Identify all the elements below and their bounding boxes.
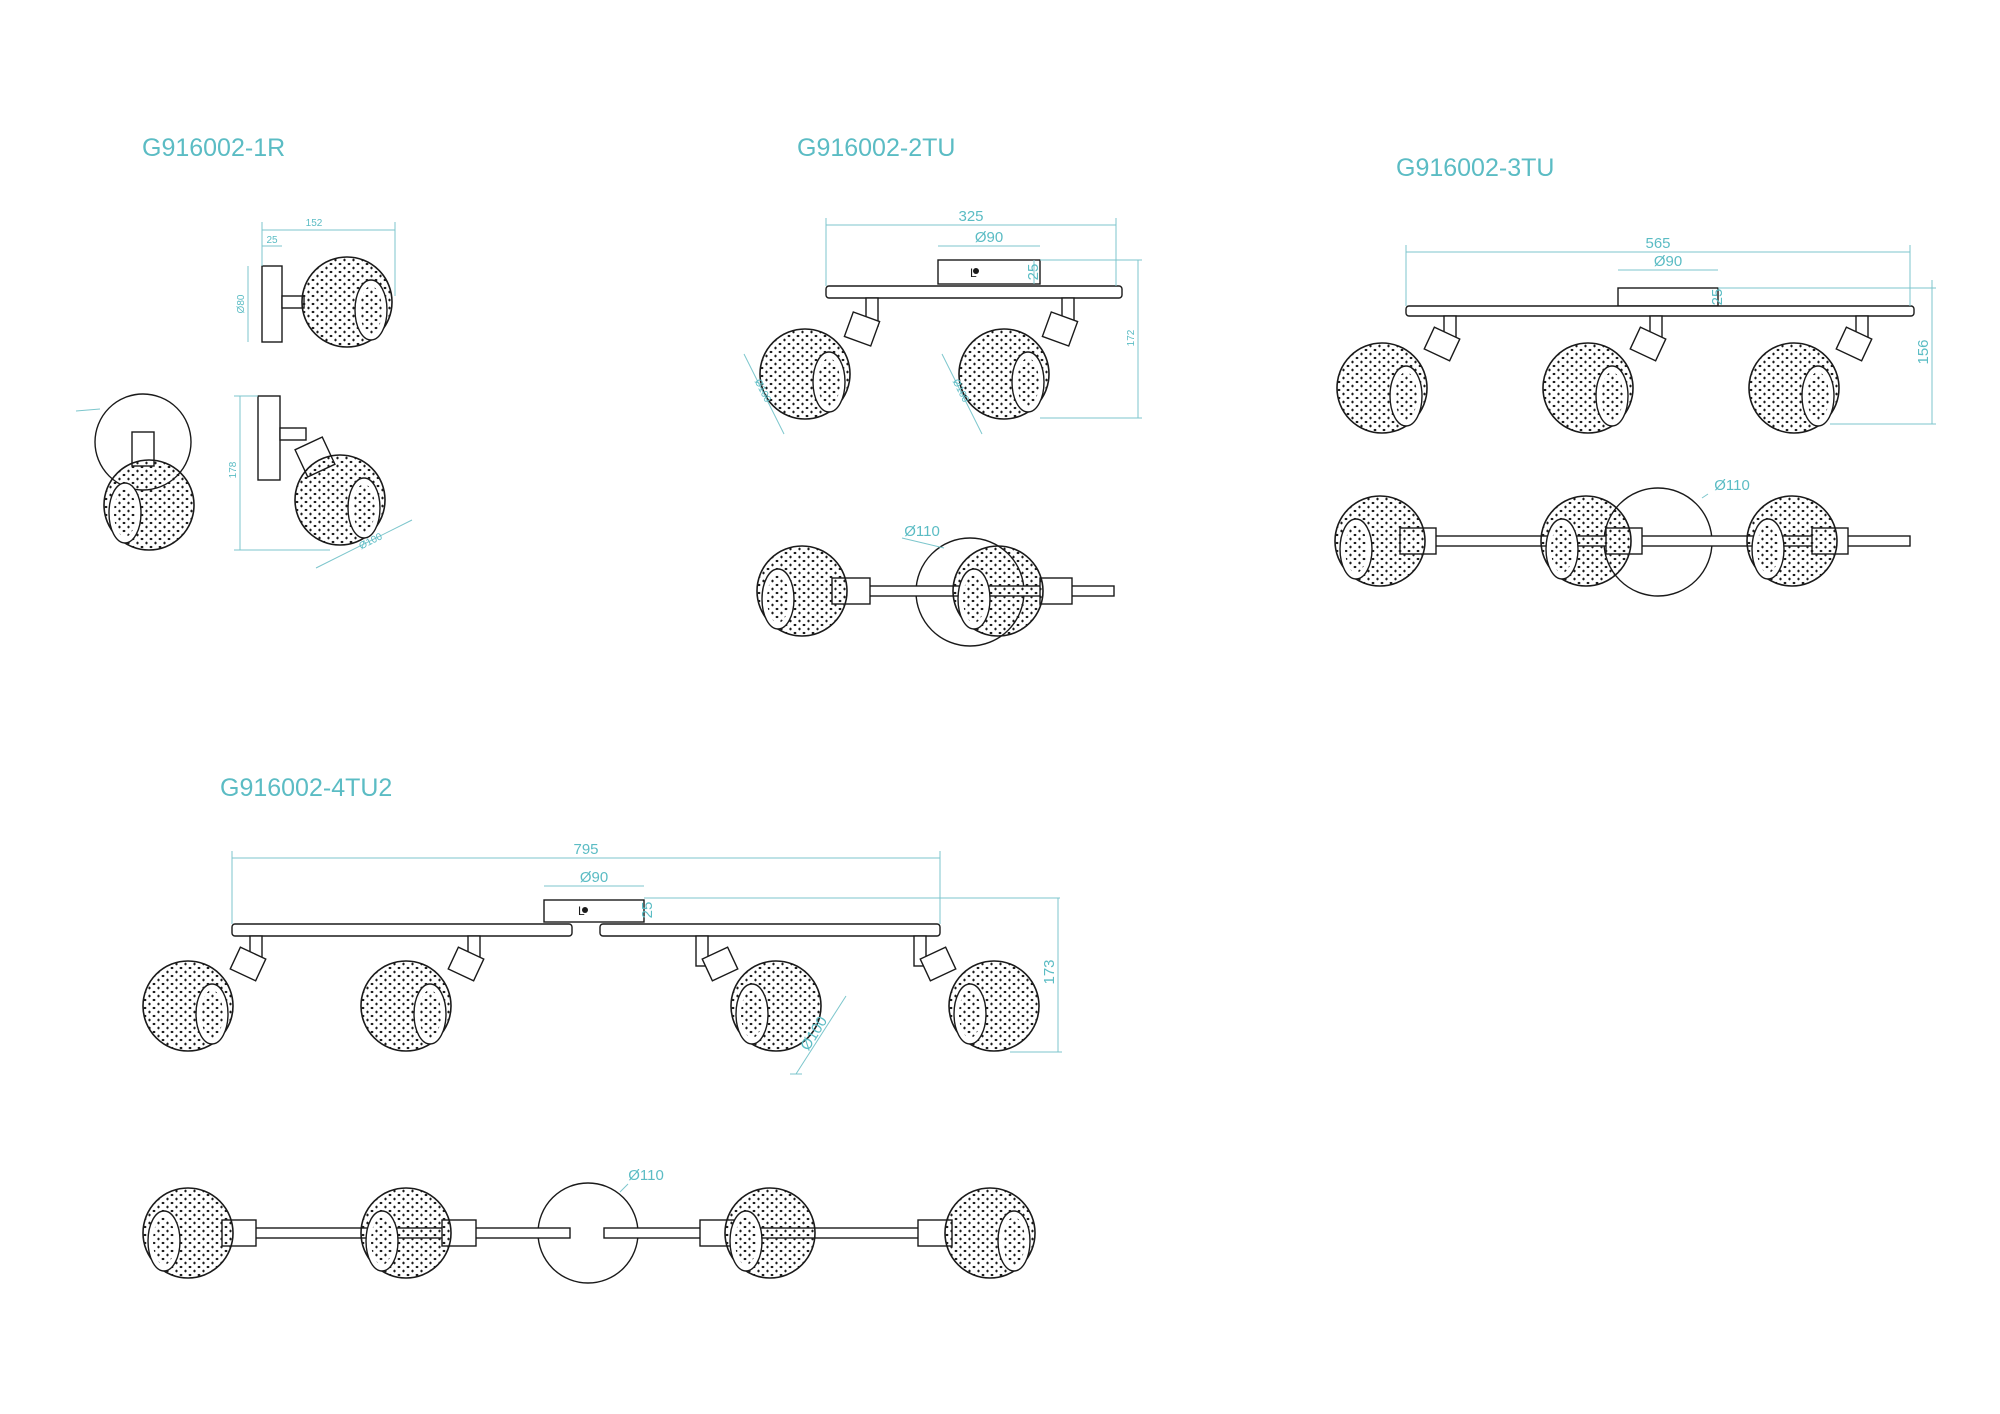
1r-shade-side	[301, 256, 393, 348]
1r-dim-base: Ø80	[236, 294, 247, 313]
3tu-top-shade-3	[1746, 495, 1838, 587]
title-1r: G916002-1R	[142, 134, 286, 162]
model-1r-drawings: 152 25 Ø80 178	[75, 218, 413, 569]
1r-dim-height: 178	[228, 461, 239, 478]
3tu-shade-1	[1336, 342, 1428, 434]
3tu-side-view: 565 Ø90 25 156	[1336, 235, 1936, 434]
2tu-dim-top-base: Ø110	[904, 523, 940, 540]
1r-shade-front	[103, 459, 195, 551]
3tu-top-shade-1	[1334, 495, 1426, 587]
title-3tu: G916002-3TU	[1396, 154, 1555, 182]
4tu2-top-shade-3	[724, 1187, 816, 1279]
3tu-dim-height: 156	[1915, 339, 1932, 364]
4tu2-top-shade-1	[142, 1187, 234, 1279]
2tu-top-shade-left	[756, 545, 848, 637]
title-2tu: G916002-2TU	[797, 134, 956, 162]
4tu2-shade-4	[948, 960, 1040, 1052]
3tu-dim-base: Ø90	[1654, 253, 1682, 270]
4tu2-top-shade-2	[360, 1187, 452, 1279]
2tu-side-view: L 325 Ø90 25 17	[743, 208, 1142, 435]
4tu2-side-view: L 795 Ø90	[142, 841, 1062, 1075]
model-3tu-drawings: 565 Ø90 25 156 Ø110	[1334, 235, 1936, 597]
1r-side-view: 152 25 Ø80	[236, 218, 396, 348]
2tu-dim-length: 325	[958, 208, 983, 225]
2tu-top-shade-right	[952, 545, 1044, 637]
4tu2-top-shade-4	[944, 1187, 1036, 1279]
svg-text:L: L	[578, 904, 585, 918]
2tu-shade-right	[958, 328, 1050, 420]
1r-front-view	[75, 393, 195, 551]
3tu-shade-2	[1542, 342, 1634, 434]
title-4tu2: G916002-4TU2	[220, 774, 393, 802]
2tu-dim-base: Ø90	[975, 229, 1003, 246]
1r-dim-depth: 25	[266, 235, 278, 246]
3tu-shade-3	[1748, 342, 1840, 434]
3tu-top-shade-2	[1540, 495, 1632, 587]
1r-side-view-angled: 178 Ø100	[228, 395, 413, 569]
3tu-dim-length: 565	[1645, 235, 1670, 252]
3tu-top-view: Ø110	[1334, 477, 1911, 597]
svg-text:L: L	[970, 266, 977, 280]
2tu-top-view: Ø110	[756, 523, 1115, 647]
2tu-shade-left	[759, 328, 851, 420]
4tu2-shade-1	[142, 960, 234, 1052]
2tu-dim-height: 172	[1126, 329, 1137, 346]
1r-shade-angled	[294, 454, 386, 546]
4tu2-dim-height: 173	[1041, 959, 1058, 984]
4tu2-dim-depth: 25	[639, 902, 656, 919]
4tu2-top-view: Ø110	[142, 1167, 1036, 1284]
3tu-dim-depth: 25	[1709, 289, 1726, 306]
model-2tu-drawings: L 325 Ø90 25 17	[743, 208, 1142, 647]
4tu2-dim-length: 795	[573, 841, 598, 858]
1r-dim-width: 152	[306, 218, 323, 229]
3tu-dim-top-base: Ø110	[1714, 477, 1750, 494]
model-4tu2-drawings: L 795 Ø90	[142, 841, 1062, 1284]
4tu2-dim-top-base: Ø110	[628, 1167, 664, 1184]
2tu-dim-depth: 25	[1025, 264, 1042, 281]
4tu2-dim-base: Ø90	[580, 869, 608, 886]
4tu2-shade-2	[360, 960, 452, 1052]
